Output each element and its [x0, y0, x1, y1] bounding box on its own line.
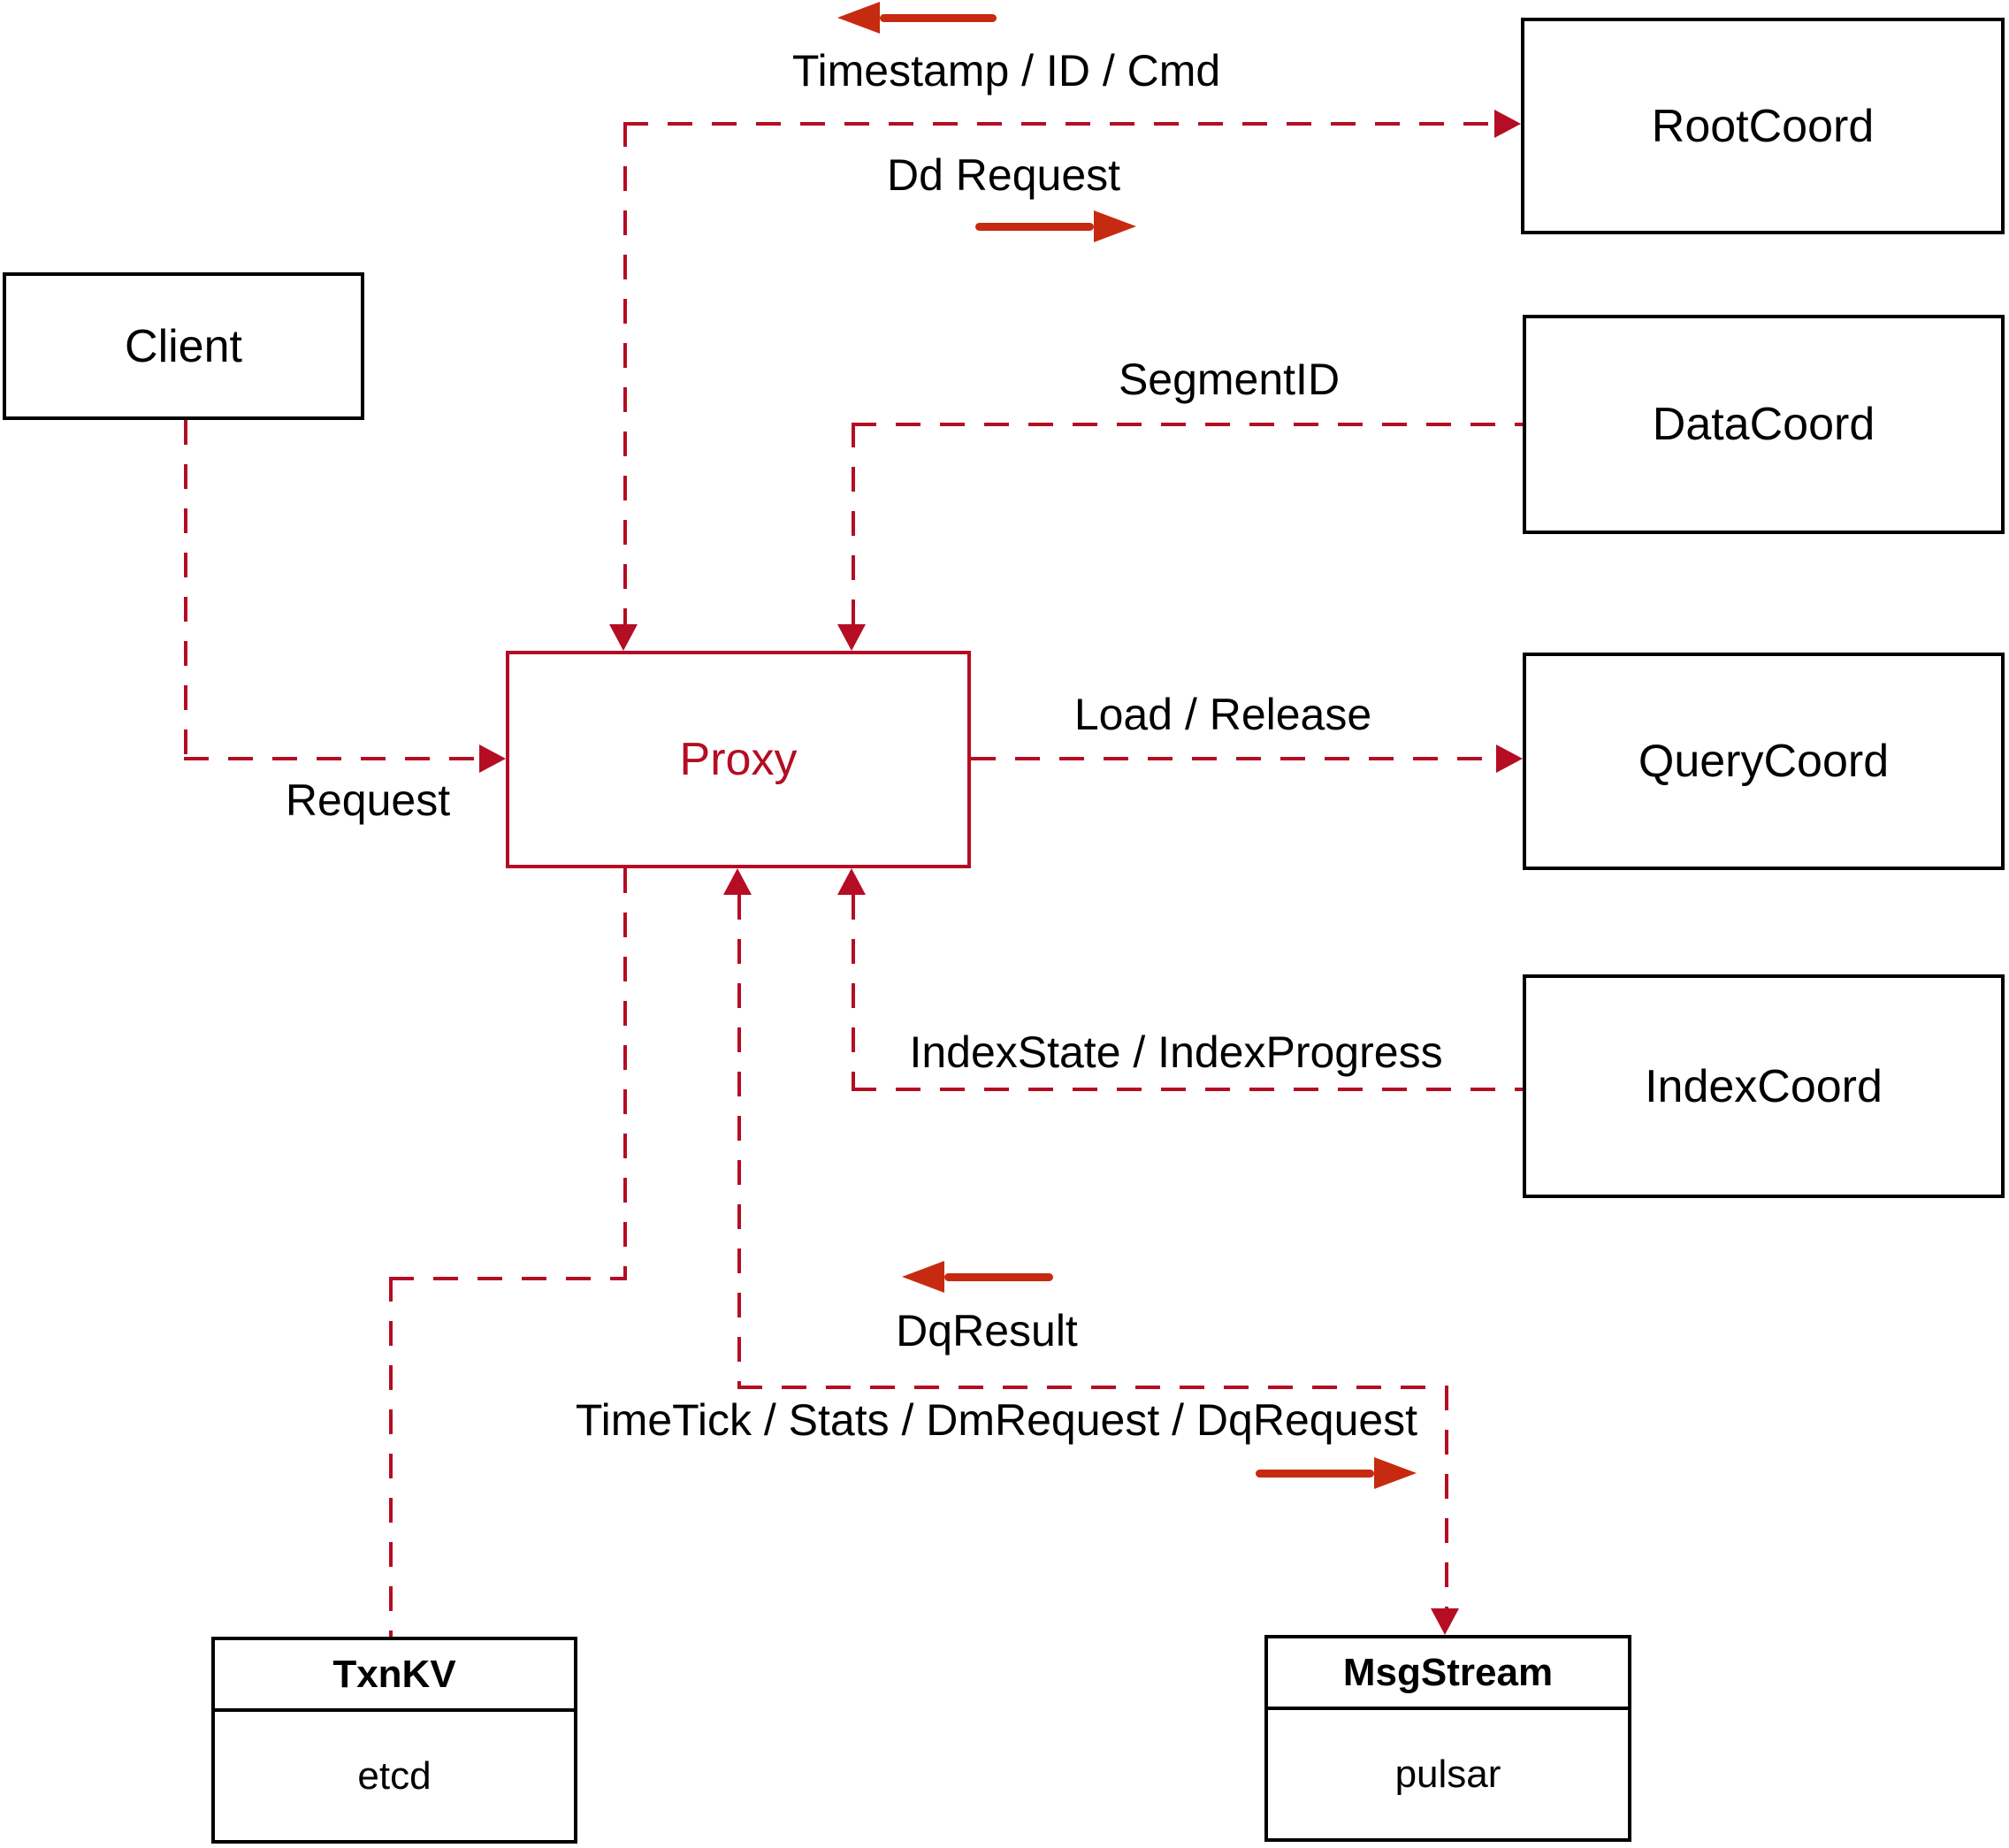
- arrow-left-dqresult-icon: [902, 1261, 944, 1293]
- node-msgstream: MsgStream pulsar: [1264, 1635, 1631, 1842]
- node-indexcoord: IndexCoord: [1523, 974, 2005, 1198]
- edge-datacoord-proxy-vertical: [852, 423, 855, 624]
- edge-label-index-state: IndexState / IndexProgress: [909, 1027, 1443, 1077]
- node-querycoord-label: QueryCoord: [1638, 736, 1890, 787]
- arrowhead-into-proxy-bottom-right-icon: [837, 868, 866, 895]
- edge-client-proxy-horizontal: [184, 757, 483, 760]
- node-proxy-label: Proxy: [679, 734, 798, 785]
- arrowhead-into-proxy-top-left-icon: [609, 624, 638, 651]
- edge-proxy-querycoord-horizontal: [971, 757, 1496, 760]
- edge-label-dd-request: Dd Request: [886, 150, 1121, 200]
- edge-proxy-rootcoord-vertical: [623, 122, 627, 624]
- edge-proxy-txnkv-vertical1: [623, 868, 627, 1277]
- edge-label-load-release: Load / Release: [1073, 690, 1372, 739]
- node-datacoord-label: DataCoord: [1652, 399, 1875, 450]
- edge-client-proxy-vertical: [184, 420, 187, 760]
- edge-indexcoord-proxy-horizontal: [852, 1088, 1523, 1091]
- edge-label-request: Request: [285, 775, 451, 825]
- arrow-left-timestamp-shaft-icon: [880, 14, 997, 22]
- edge-label-timetick-stats: TimeTick / Stats / DmRequest / DqRequest: [575, 1395, 1418, 1445]
- arrow-right-ddrequest-icon: [1094, 210, 1136, 242]
- node-indexcoord-label: IndexCoord: [1645, 1060, 1883, 1112]
- node-txnkv-title: TxnKV: [215, 1640, 574, 1712]
- node-proxy: Proxy: [506, 651, 971, 868]
- arrowhead-into-rootcoord-icon: [1494, 110, 1521, 138]
- node-client-label: Client: [125, 320, 242, 372]
- node-msgstream-title: MsgStream: [1268, 1638, 1628, 1710]
- arrowhead-into-msgstream-icon: [1431, 1608, 1459, 1635]
- arrowhead-into-proxy-bottom-left-icon: [723, 868, 752, 895]
- arrowhead-into-querycoord-icon: [1496, 745, 1523, 773]
- edge-label-timestamp-id-cmd: Timestamp / ID / Cmd: [791, 46, 1221, 95]
- arrowhead-into-proxy-top-right-icon: [837, 624, 866, 651]
- arrow-right-ddrequest-shaft-icon: [975, 223, 1094, 231]
- edge-indexcoord-proxy-vertical: [852, 895, 855, 1091]
- edge-proxy-msgstream-horizontal: [737, 1386, 1448, 1389]
- node-datacoord: DataCoord: [1523, 315, 2005, 534]
- arrow-left-timestamp-icon: [837, 2, 880, 34]
- arrow-right-dqrequest-icon: [1374, 1457, 1417, 1489]
- node-txnkv: TxnKV etcd: [211, 1637, 577, 1844]
- edge-datacoord-proxy-horizontal: [852, 423, 1523, 426]
- edge-label-dq-result: DqResult: [896, 1306, 1078, 1355]
- arrow-right-dqrequest-shaft-icon: [1256, 1470, 1374, 1478]
- edge-proxy-msgstream-vertical2: [1445, 1386, 1448, 1608]
- edge-proxy-txnkv-horizontal: [389, 1277, 627, 1280]
- arrow-left-dqresult-shaft-icon: [944, 1273, 1053, 1281]
- node-rootcoord-label: RootCoord: [1651, 100, 1875, 152]
- node-rootcoord: RootCoord: [1521, 18, 2005, 234]
- node-txnkv-impl: etcd: [357, 1753, 432, 1798]
- node-msgstream-impl: pulsar: [1394, 1752, 1501, 1796]
- node-querycoord: QueryCoord: [1523, 653, 2005, 870]
- edge-label-segment-id: SegmentID: [1118, 355, 1341, 404]
- node-client: Client: [3, 272, 364, 420]
- edge-proxy-rootcoord-horizontal: [623, 122, 1494, 126]
- arrowhead-into-proxy-left-icon: [479, 745, 506, 773]
- edge-proxy-txnkv-vertical2: [389, 1277, 393, 1637]
- edge-proxy-msgstream-vertical1: [737, 895, 741, 1389]
